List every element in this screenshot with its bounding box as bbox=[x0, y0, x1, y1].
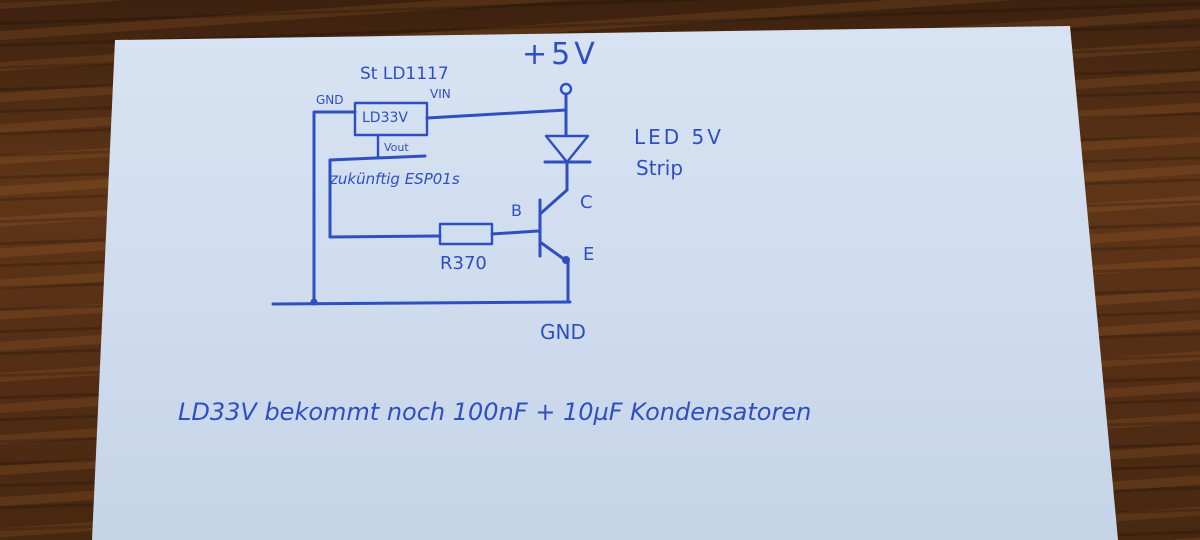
footnote-text: LD33V bekommt noch 100nF + 10µF Kondensa… bbox=[178, 398, 812, 426]
gnd-pin-label: GND bbox=[316, 93, 344, 107]
led-symbol bbox=[544, 134, 590, 164]
vin-wire bbox=[425, 108, 568, 137]
resistor-label: R370 bbox=[440, 253, 487, 274]
regulator-model-label: LD33V bbox=[362, 110, 408, 126]
emitter-label: E bbox=[583, 244, 595, 265]
signal-wire bbox=[328, 154, 442, 239]
load-label-line2: Strip bbox=[636, 156, 684, 180]
ground-rail-wire bbox=[312, 110, 357, 304]
future-note-label: zukünftig ESP01s bbox=[330, 170, 460, 188]
base-wire bbox=[490, 229, 540, 236]
ground-label: GND bbox=[540, 320, 586, 344]
base-label: B bbox=[511, 201, 522, 220]
resistor-body bbox=[438, 222, 494, 246]
vin-pin-label: VIN bbox=[430, 87, 451, 101]
supply-label: +5V bbox=[522, 37, 599, 72]
ground-line bbox=[271, 300, 572, 306]
vout-pin-label: Vout bbox=[384, 141, 409, 154]
regulator-part-label: St LD1117 bbox=[360, 64, 449, 84]
collector-label: C bbox=[580, 192, 593, 213]
transistor-collector bbox=[538, 188, 569, 216]
load-label: LED 5V bbox=[634, 125, 724, 149]
ground-junction bbox=[310, 298, 318, 306]
